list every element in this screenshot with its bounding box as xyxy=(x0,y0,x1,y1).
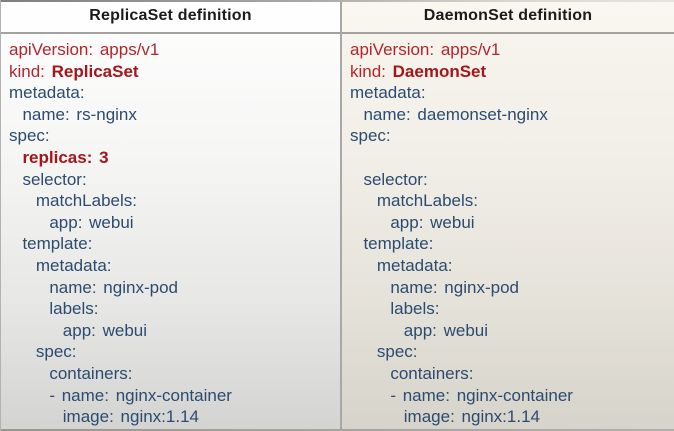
yaml-segment: template: xyxy=(350,234,434,254)
yaml-line: metadata: xyxy=(350,82,670,104)
yaml-line: app: webui xyxy=(350,212,670,234)
yaml-segment: apiVersion: apps/v1 xyxy=(9,40,160,59)
yaml-segment: - name: nginx-container xyxy=(350,385,573,405)
yaml-line: selector: xyxy=(9,169,336,191)
yaml-segment: template: xyxy=(9,234,93,254)
yaml-line: apiVersion: apps/v1 xyxy=(9,39,336,61)
yaml-line: app: webui xyxy=(9,212,336,234)
replicaset-panel-title: ReplicaSet definition xyxy=(1,0,340,34)
yaml-line: spec: xyxy=(9,125,336,147)
yaml-segment: name: daemonset-nginx xyxy=(350,104,548,124)
yaml-line: labels: xyxy=(350,298,670,320)
yaml-segment: name: rs-nginx xyxy=(9,104,137,124)
yaml-segment: kind: xyxy=(9,61,52,81)
yaml-line xyxy=(350,147,670,169)
yaml-line: app: webui xyxy=(9,320,336,342)
yaml-line: template: xyxy=(350,233,670,255)
yaml-segment: metadata: xyxy=(9,255,112,275)
yaml-line: metadata: xyxy=(9,82,336,104)
yaml-segment: containers: xyxy=(9,363,133,383)
yaml-segment: selector: xyxy=(350,169,428,189)
yaml-segment: spec: xyxy=(350,342,418,362)
yaml-segment: app: webui xyxy=(9,320,148,340)
yaml-line: replicas: 3 xyxy=(9,147,336,169)
replicaset-panel: ReplicaSet definition apiVersion: apps/v… xyxy=(1,0,342,431)
yaml-line: image: nginx:1.14 xyxy=(9,406,336,428)
yaml-segment: containers: xyxy=(350,363,474,383)
yaml-line: image: nginx:1.14 xyxy=(350,406,670,428)
yaml-line: app: webui xyxy=(350,320,670,342)
yaml-segment: spec: xyxy=(9,342,77,362)
yaml-segment: labels: xyxy=(350,299,440,319)
yaml-line: name: nginx-pod xyxy=(350,277,670,299)
yaml-segment: ReplicaSet xyxy=(51,61,139,81)
yaml-line: apiVersion: apps/v1 xyxy=(350,39,670,61)
yaml-segment: - name: nginx-container xyxy=(9,385,232,405)
yaml-line: matchLabels: xyxy=(350,190,670,212)
yaml-segment: metadata: xyxy=(350,255,453,275)
yaml-line: template: xyxy=(9,233,336,255)
yaml-segment: metadata: xyxy=(350,83,426,103)
yaml-segment: DaemonSet xyxy=(392,61,487,81)
yaml-segment: app: webui xyxy=(9,212,134,232)
yaml-line: kind: DaemonSet xyxy=(350,61,670,83)
yaml-line: spec: xyxy=(350,341,670,363)
yaml-segment: name: nginx-pod xyxy=(9,277,178,297)
yaml-line: labels: xyxy=(9,298,336,320)
yaml-line: matchLabels: xyxy=(9,190,336,212)
yaml-segment: name: nginx-pod xyxy=(350,277,519,297)
yaml-segment: image: nginx:1.14 xyxy=(350,407,540,427)
yaml-line: selector: xyxy=(350,169,670,191)
yaml-segment: matchLabels: xyxy=(350,191,479,211)
yaml-segment: image: nginx:1.14 xyxy=(9,407,199,427)
yaml-line: containers: xyxy=(350,363,670,385)
yaml-line: containers: xyxy=(9,363,336,385)
yaml-line: name: rs-nginx xyxy=(9,104,336,126)
yaml-segment: spec: xyxy=(9,126,50,146)
yaml-line: - name: nginx-container xyxy=(350,385,670,407)
yaml-segment: matchLabels: xyxy=(9,191,138,211)
yaml-line: kind: ReplicaSet xyxy=(9,61,336,83)
yaml-segment: selector: xyxy=(9,169,87,189)
yaml-segment: apiVersion: apps/v1 xyxy=(350,40,501,59)
yaml-segment: spec: xyxy=(350,126,391,146)
yaml-line: spec: xyxy=(350,125,670,147)
yaml-line: metadata: xyxy=(350,255,670,277)
yaml-segment: app: webui xyxy=(350,320,489,340)
yaml-segment: metadata: xyxy=(9,83,85,103)
yaml-line: - name: nginx-container xyxy=(9,385,336,407)
yaml-segment: kind: xyxy=(350,61,393,81)
yaml-segment: app: webui xyxy=(350,212,475,232)
yaml-line: name: nginx-pod xyxy=(9,277,336,299)
daemonset-panel-title: DaemonSet definition xyxy=(342,0,674,34)
yaml-line: spec: xyxy=(9,341,336,363)
yaml-line: metadata: xyxy=(9,255,336,277)
yaml-line: name: daemonset-nginx xyxy=(350,104,670,126)
daemonset-panel: DaemonSet definition apiVersion: apps/v1… xyxy=(342,0,674,431)
yaml-segment: labels: xyxy=(9,299,99,319)
yaml-segment: replicas: 3 xyxy=(9,147,109,167)
